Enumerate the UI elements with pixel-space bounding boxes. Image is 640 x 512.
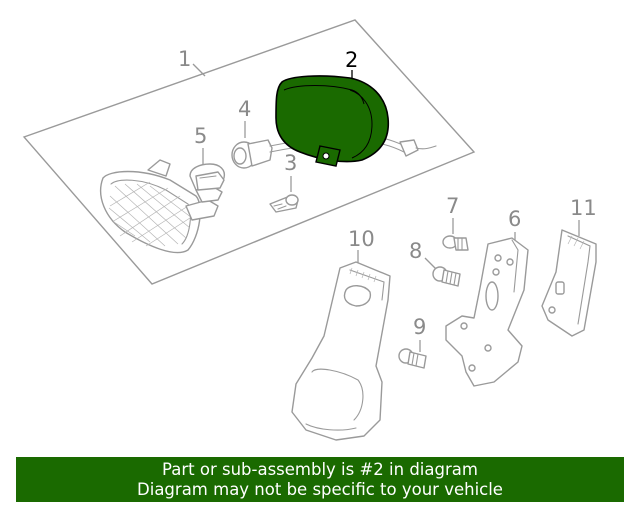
callout-8[interactable]: 8 <box>409 239 422 263</box>
screw-8 <box>432 266 461 287</box>
callout-3[interactable]: 3 <box>284 151 297 175</box>
callout-11[interactable]: 11 <box>570 196 597 220</box>
leader-1 <box>192 63 206 77</box>
callout-6[interactable]: 6 <box>508 207 521 231</box>
lamp-lens <box>99 159 223 254</box>
callout-2[interactable]: 2 <box>345 48 358 72</box>
info-banner: Part or sub-assembly is #2 in diagram Di… <box>16 457 624 502</box>
screw-9 <box>398 348 427 369</box>
leader-8 <box>424 257 438 271</box>
bracket-6 <box>445 237 529 387</box>
bulb-5 <box>189 163 226 191</box>
mount-10 <box>291 261 391 441</box>
callout-7[interactable]: 7 <box>446 194 459 218</box>
callout-10[interactable]: 10 <box>348 227 375 251</box>
screw-3 <box>269 194 299 213</box>
callout-1[interactable]: 1 <box>178 47 191 71</box>
callout-5[interactable]: 5 <box>194 124 207 148</box>
banner-line-2: Diagram may not be specific to your vehi… <box>137 480 503 499</box>
callout-4[interactable]: 4 <box>238 97 251 121</box>
bolt-7 <box>442 235 469 251</box>
callout-9[interactable]: 9 <box>413 315 426 339</box>
banner-line-1: Part or sub-assembly is #2 in diagram <box>162 460 478 479</box>
highlighted-part-2[interactable] <box>275 75 390 167</box>
cover-11 <box>541 229 597 337</box>
